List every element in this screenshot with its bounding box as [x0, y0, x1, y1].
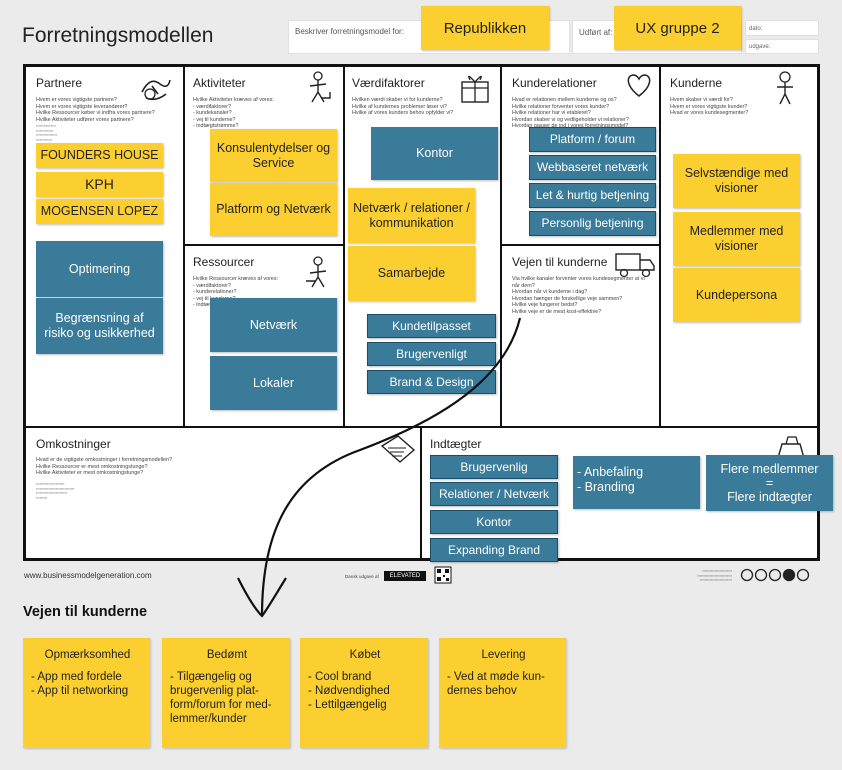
note-let-hurtig[interactable]: Let & hurtig betjening — [529, 183, 656, 208]
page-title: Forretningsmodellen — [22, 24, 214, 47]
note-optimering[interactable]: Optimering — [36, 241, 163, 297]
note-brugervenlig[interactable]: Brugervenlig — [430, 455, 558, 479]
flow-step-title: Levering — [481, 649, 526, 661]
section-title-vejen: Vejen til kunderne — [512, 255, 608, 269]
flow-title: Vejen til kunderne — [23, 604, 148, 620]
flow-step-levering[interactable]: Levering - Ved at møde kun- dernes behov — [439, 638, 566, 748]
note-risiko[interactable]: Begrænsning af risiko og usikkerhed — [36, 298, 163, 354]
truck-icon — [615, 253, 655, 278]
section-questions: Hvilken værdi skaber vi for kunderne? Hv… — [352, 97, 454, 117]
note-samarbejde[interactable]: Samarbejde — [348, 246, 475, 301]
footer-made-by: Dansk udgave af — [345, 574, 379, 579]
section-questions: Via hvilke kanaler forventer vores kunde… — [512, 276, 645, 315]
price-tag-icon — [380, 435, 416, 463]
section-title-ressourcer: Ressourcer — [193, 255, 255, 269]
section-title-aktiviteter: Aktiviteter — [193, 76, 246, 90]
flow-step-body: - Ved at møde kun- dernes behov — [447, 671, 545, 697]
note-personlig[interactable]: Personlig betjening — [529, 211, 656, 236]
flow-step-opmaerksomhed[interactable]: Opmærksomhed - App med fordele - App til… — [23, 638, 150, 748]
elevated-logo: ELEVATED — [384, 571, 426, 581]
section-title-kunderne: Kunderne — [670, 76, 723, 90]
divider — [183, 244, 343, 246]
beskriver-label: Beskriver forretningsmodel for: — [295, 27, 404, 36]
gift-icon — [461, 75, 489, 103]
flow-step-body: - App med fordele - App til networking — [31, 671, 129, 697]
note-brugervenligt[interactable]: Brugervenligt — [367, 342, 496, 366]
worker-icon — [309, 71, 331, 103]
note-kontor[interactable]: Kontor — [371, 127, 498, 180]
note-platform-netvaerk[interactable]: Platform og Netværk — [210, 183, 337, 236]
section-questions: Hvilke Aktiviteter kræves af vores: - væ… — [193, 97, 274, 130]
note-kundepersona[interactable]: Kundepersona — [673, 268, 800, 322]
person-icon — [777, 71, 793, 105]
note-platform-forum[interactable]: Platform / forum — [529, 127, 656, 152]
cc-license-icon — [740, 568, 810, 582]
note-netvaerk[interactable]: Netværk — [210, 298, 337, 352]
company-note[interactable]: Republikken — [421, 6, 549, 50]
note-konsulentydelser[interactable]: Konsulentydelser og Service — [210, 129, 337, 182]
section-hints: ▪▪▪▪▪▪▪▪▪▪▪▪▪▪▪▪▪▪▪▪▪▪▪▪▪▪▪▪▪▪▪▪▪▪▪▪▪▪▪▪… — [36, 124, 58, 142]
note-netvaerk-relationer[interactable]: Netværk / relationer / kommunikation — [348, 188, 475, 243]
handshake-icon — [141, 79, 171, 101]
section-title-vaerdifaktorer: Værdifaktorer — [352, 76, 425, 90]
heart-icon — [627, 74, 651, 97]
flow-step-body: - Cool brand - Nødvendighed - Lettilgæng… — [308, 671, 390, 711]
divider — [183, 67, 185, 427]
section-questions: Hvem er vores vigtigste partnere? Hvem e… — [36, 97, 155, 123]
note-brand-design[interactable]: Brand & Design — [367, 370, 496, 394]
divider — [500, 67, 502, 427]
note-anbefaling-branding[interactable]: - Anbefaling - Branding — [573, 456, 700, 509]
note-selvstaendige[interactable]: Selvstændige med visioner — [673, 154, 800, 208]
version-field[interactable]: udgave: — [745, 39, 819, 54]
flow-step-title: Købet — [349, 649, 381, 661]
note-webbaseret[interactable]: Webbaseret netværk — [529, 155, 656, 180]
section-questions: Hvad er de vigtigste omkostninger i forr… — [36, 457, 173, 477]
worker-icon — [306, 256, 327, 288]
flow-step-kobet[interactable]: Købet - Cool brand - Nødvendighed - Lett… — [300, 638, 428, 748]
section-title-kunderelationer: Kunderelationer — [512, 76, 597, 90]
note-lokaler[interactable]: Lokaler — [210, 356, 337, 410]
note-founders-house[interactable]: FOUNDERS HOUSE — [36, 143, 163, 168]
note-relationer-netvaerk[interactable]: Relationer / Netværk — [430, 482, 558, 506]
divider — [500, 244, 659, 246]
udfort-label: Udført af: — [579, 28, 613, 37]
note-medlemmer[interactable]: Medlemmer med visioner — [673, 212, 800, 266]
divider — [659, 67, 661, 427]
section-questions: Hvad er relationen mellem kunderne og os… — [512, 97, 629, 130]
flow-step-title: Opmærksomhed — [44, 649, 131, 661]
footer-url[interactable]: www.businessmodelgeneration.com — [24, 571, 152, 580]
date-label: dato: — [749, 26, 763, 32]
section-questions: Hvem skaber vi værdi for? Hvem er vores … — [670, 97, 749, 117]
note-mogensen-lopez[interactable]: MOGENSEN LOPEZ — [36, 199, 163, 224]
flow-step-body: - Tilgængelig og brugervenlig plat- form… — [170, 671, 272, 725]
team-note[interactable]: UX gruppe 2 — [614, 6, 741, 50]
version-label: udgave: — [749, 44, 771, 50]
footer-license-text: ▪▪▪▪▪▪▪▪▪▪▪▪▪▪▪▪▪▪▪▪▪▪▪▪▪▪▪▪▪▪▪▪▪▪▪▪▪▪▪▪… — [697, 569, 732, 582]
section-title-indtaegter: Indtægter — [430, 437, 482, 451]
note-kundetilpasset[interactable]: Kundetilpasset — [367, 314, 496, 338]
note-kontor-indtaegt[interactable]: Kontor — [430, 510, 558, 534]
divider — [343, 67, 345, 427]
qr-code-icon — [434, 566, 452, 584]
flow-step-title: Bedømt — [206, 649, 248, 661]
section-title-omkostninger: Omkostninger — [36, 437, 111, 451]
section-hints: ▪▪▪▪▪▪▪▪▪▪▪▪▪▪▪▪▪▪▪▪▪▪▪▪▪▪▪▪▪▪▪▪▪▪▪▪▪▪▪▪… — [36, 482, 75, 500]
flow-step-bedomt[interactable]: Bedømt - Tilgængelig og brugervenlig pla… — [162, 638, 290, 748]
section-title-partnere: Partnere — [36, 76, 83, 90]
divider — [420, 427, 422, 558]
date-field[interactable]: dato: — [745, 20, 819, 36]
note-expanding-brand[interactable]: Expanding Brand — [430, 538, 558, 562]
note-flere-medlemmer[interactable]: Flere medlemmer = Flere indtægter — [706, 455, 833, 511]
note-kph[interactable]: KPH — [36, 172, 163, 197]
